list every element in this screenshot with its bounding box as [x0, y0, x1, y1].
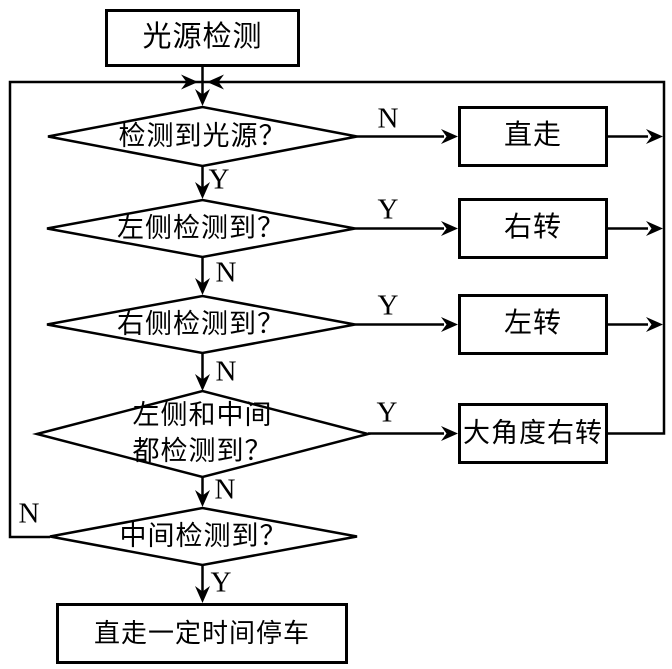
decision4-label: 左侧和中间 都检测到？	[132, 400, 273, 466]
d4-yes-branch-arrowhead	[441, 426, 458, 441]
action2-to-rail-arrowhead	[646, 221, 663, 236]
d1-to-d2-arrowhead	[195, 182, 210, 199]
d5-no-label: N	[18, 497, 40, 530]
d3-to-d4-arrowhead	[195, 374, 210, 391]
decision3-diamond	[46, 294, 356, 355]
action1-to-rail-arrowhead	[646, 129, 663, 144]
d4-no-label: N	[214, 473, 236, 506]
decision3-label: 右侧检测到？	[117, 308, 285, 339]
start-node: 光源检测	[105, 9, 300, 67]
end-node: 直走一定时间停车	[56, 603, 348, 664]
action-node-sharp-right: 大角度右转	[458, 403, 608, 464]
action3-to-rail-arrowhead	[646, 317, 663, 332]
d1-no-label: N	[377, 102, 399, 135]
feedback-loop-line	[8, 80, 666, 539]
d3-yes-branch-arrowhead	[441, 317, 458, 332]
d1-no-branch-arrowhead	[441, 129, 458, 144]
d2-yes-branch-arrowhead	[441, 221, 458, 236]
d3-no-label: N	[215, 355, 237, 388]
d5-to-end-arrowhead	[195, 586, 210, 603]
start-node-label: 光源检测	[142, 21, 263, 54]
junction-left-arrowhead	[181, 74, 198, 90]
decision1-diamond	[47, 105, 358, 168]
decision5-diamond	[49, 506, 358, 567]
start-to-d1-arrowhead	[195, 89, 210, 106]
decision5-label: 中间检测到？	[119, 520, 288, 551]
action-node-label: 左转	[503, 308, 562, 340]
decision2-diamond	[46, 198, 356, 259]
d4-to-d5-arrowhead	[195, 490, 210, 507]
d4-yes-label: Y	[376, 396, 398, 429]
d5-yes-label: Y	[210, 566, 232, 599]
d2-no-label: N	[215, 256, 237, 289]
d2-yes-label: Y	[377, 193, 399, 226]
d1-yes-label: Y	[208, 163, 230, 196]
action-node-turn-right: 右转	[458, 198, 608, 259]
action-node-label: 直走	[503, 120, 562, 152]
decision2-label: 左侧检测到？	[117, 212, 285, 243]
action-node-go-straight: 直走	[458, 106, 608, 167]
junction-right-arrowhead	[207, 74, 224, 90]
end-node-label: 直走一定时间停车	[93, 618, 310, 648]
action-node-turn-left: 左转	[458, 294, 608, 355]
decision1-label: 检测到光源？	[118, 120, 287, 151]
action-node-label: 右转	[503, 212, 562, 244]
action-node-label: 大角度右转	[463, 417, 603, 448]
decision4-diamond	[32, 389, 373, 479]
d2-to-d3-arrowhead	[195, 278, 210, 295]
d3-yes-label: Y	[377, 289, 399, 322]
